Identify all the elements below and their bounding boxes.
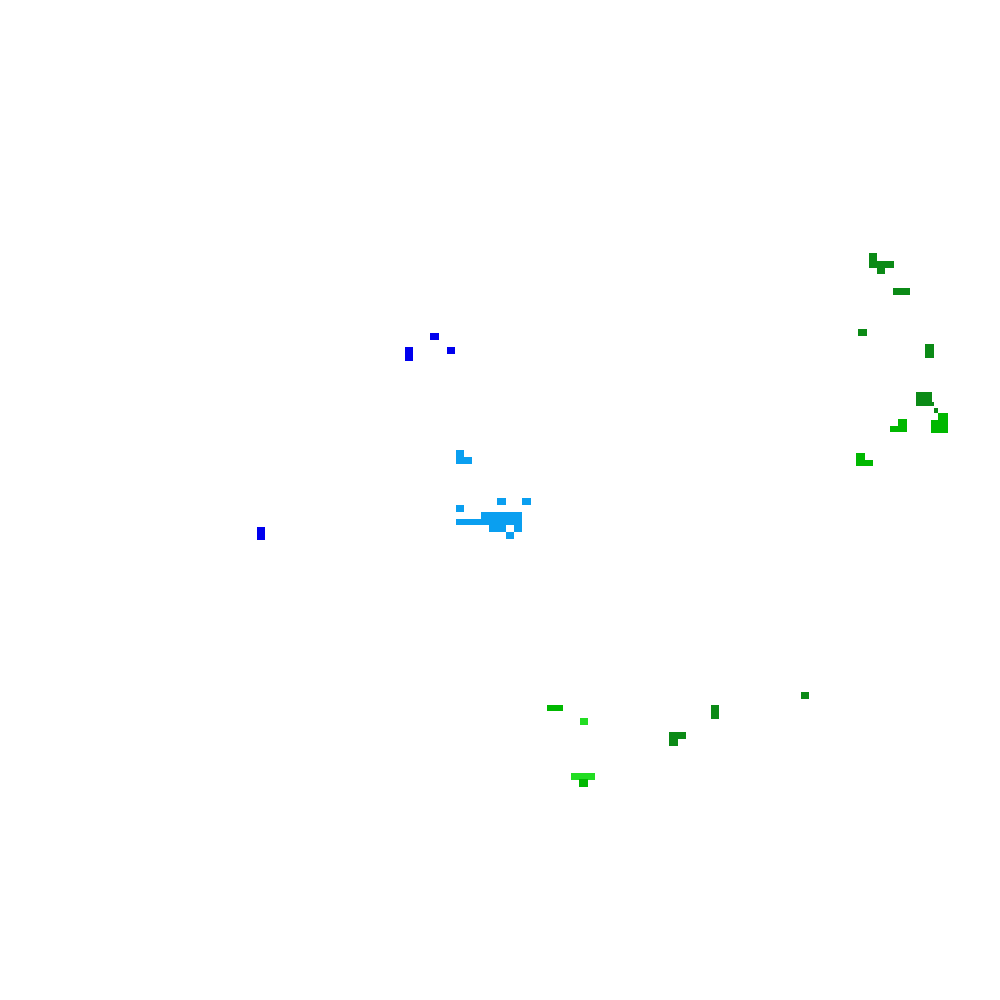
- dark-green-pixel: [711, 705, 719, 719]
- sky-blue-pixel: [489, 525, 506, 532]
- sky-blue-pixel: [506, 532, 514, 539]
- sky-blue-pixel: [456, 505, 464, 512]
- dark-green-pixel: [869, 261, 894, 268]
- dark-green-pixel: [858, 329, 867, 336]
- blue-pixel: [405, 347, 413, 361]
- medium-green-pixel: [898, 419, 907, 432]
- medium-green-pixel: [938, 413, 948, 425]
- medium-green-pixel: [547, 705, 563, 711]
- medium-green-pixel: [931, 420, 948, 433]
- dark-green-pixel: [893, 288, 910, 295]
- dark-green-pixel: [930, 402, 934, 406]
- bright-green-pixel: [571, 773, 595, 780]
- medium-green-pixel: [856, 460, 873, 466]
- blue-pixel: [430, 333, 439, 340]
- sky-blue-pixel: [456, 457, 472, 464]
- sky-blue-pixel: [497, 498, 506, 505]
- blue-pixel: [257, 527, 265, 540]
- bright-green-pixel: [580, 718, 588, 725]
- medium-green-pixel: [890, 426, 907, 432]
- dark-green-pixel: [925, 344, 934, 358]
- medium-green-pixel: [856, 453, 865, 466]
- dark-green-pixel: [877, 266, 885, 274]
- sky-blue-pixel: [522, 498, 531, 505]
- dark-green-pixel: [801, 692, 809, 699]
- sky-blue-pixel: [514, 525, 522, 532]
- dark-green-pixel: [934, 408, 938, 413]
- sky-blue-pixel: [481, 512, 522, 519]
- dark-green-pixel: [916, 392, 932, 406]
- dark-green-pixel: [869, 253, 877, 267]
- blue-pixel: [447, 347, 455, 354]
- dark-green-pixel: [669, 732, 678, 746]
- sky-blue-pixel: [456, 519, 522, 525]
- medium-green-pixel: [579, 779, 588, 787]
